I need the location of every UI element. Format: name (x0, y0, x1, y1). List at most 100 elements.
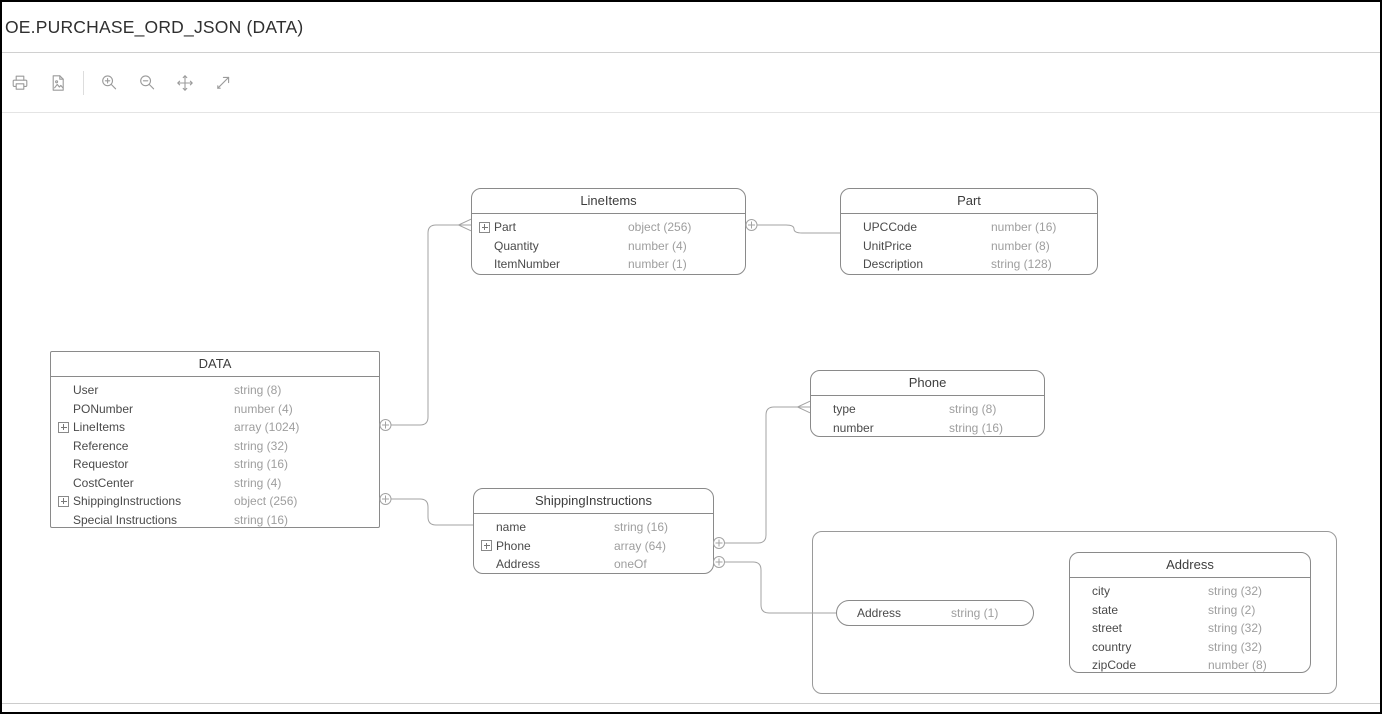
expand-button[interactable] (212, 72, 234, 94)
entity-title: LineItems (472, 189, 745, 214)
field-name: zipCode (1092, 658, 1137, 672)
connector-data-shippinginstructions (379, 493, 473, 526)
field-type: string (16) (234, 512, 289, 527)
field-type: string (128) (991, 257, 1052, 271)
toolbar (2, 53, 1380, 113)
field-name: LineItems (73, 420, 126, 434)
field-name: state (1092, 602, 1119, 617)
field-row: UPCCode number (16) (841, 218, 1097, 237)
field-row: zipCode number (8) (1070, 656, 1310, 675)
expand-icon[interactable] (58, 421, 69, 433)
field-name: name (496, 520, 527, 534)
expand-icon[interactable] (481, 540, 492, 552)
field-type: number (1) (628, 257, 687, 271)
field-type: string (8) (949, 402, 997, 416)
title-bar: OE.PURCHASE_ORD_JSON (DATA) (2, 2, 1380, 53)
field-name: PONumber (73, 401, 134, 416)
field-name: Reference (73, 438, 129, 453)
field-type: string (32) (1208, 621, 1263, 635)
field-name: Address (496, 557, 541, 571)
entity-title: Phone (811, 371, 1044, 396)
field-type: object (256) (234, 494, 298, 508)
field-row: PONumber number (4) (51, 400, 379, 419)
field-type: string (16) (949, 420, 1004, 435)
pan-icon (177, 74, 193, 91)
field-name: Requestor (73, 457, 129, 471)
expand-icon (217, 76, 230, 89)
entity-shippinginstructions[interactable]: ShippingInstructions name string (16) Phone… (473, 488, 714, 574)
entity-title: Part (841, 189, 1097, 214)
toolbar-separator (83, 70, 84, 95)
field-type: object (256) (628, 220, 692, 234)
zoom-out-button[interactable] (136, 72, 158, 94)
relation-anchor-icon[interactable] (379, 419, 392, 431)
field-name: Phone (496, 538, 531, 553)
crow-foot-arrow (457, 218, 472, 232)
field-type: string (4) (234, 475, 282, 490)
field-type: string (32) (1208, 639, 1263, 654)
connector-data-lineitems (379, 218, 472, 431)
relation-anchor-icon[interactable] (713, 537, 725, 549)
expand-icon[interactable] (58, 495, 69, 507)
field-name: Quantity (494, 238, 539, 253)
export-image-icon (52, 74, 64, 91)
print-button[interactable] (9, 72, 31, 94)
field-name: street (1092, 621, 1123, 635)
field-name: UnitPrice (863, 238, 912, 253)
relation-anchor-icon[interactable] (713, 556, 725, 568)
relation-anchor-icon[interactable] (745, 219, 758, 231)
field-type: array (1024) (234, 420, 300, 434)
printer-icon (12, 75, 28, 90)
field-row: street string (32) (1070, 619, 1310, 638)
connector-lineitems-part (745, 219, 840, 234)
field-row: LineItems array (1024) (51, 418, 379, 437)
crow-foot-arrow (796, 400, 811, 414)
field-name: CostCenter (73, 475, 134, 490)
field-type: string (16) (614, 520, 669, 534)
zoom-in-icon (102, 74, 117, 89)
field-name: ItemNumber (494, 257, 561, 271)
entity-title: ShippingInstructions (474, 489, 713, 514)
field-type: number (8) (1208, 658, 1267, 672)
entity-title: DATA (51, 352, 379, 377)
field-type: number (4) (234, 401, 293, 416)
field-type: number (4) (628, 238, 687, 253)
field-name: type (833, 402, 856, 416)
field-name: User (73, 383, 99, 397)
field-type: string (2) (1208, 602, 1256, 617)
pan-button[interactable] (174, 72, 196, 94)
field-type: number (16) (991, 220, 1057, 234)
zoom-in-button[interactable] (98, 72, 120, 94)
field-name: UPCCode (863, 220, 918, 234)
relation-anchor-icon[interactable] (379, 493, 392, 505)
field-row: name string (16) (474, 518, 713, 537)
zoom-out-icon (140, 74, 155, 89)
field-type: oneOf (614, 557, 647, 571)
field-row: Quantity number (4) (472, 237, 745, 256)
field-name: Special Instructions (73, 512, 178, 527)
field-type: string (32) (1208, 584, 1263, 598)
field-row: type string (8) (811, 400, 1044, 419)
export-image-button[interactable] (47, 72, 69, 94)
field-type: string (1) (951, 606, 999, 620)
expand-icon[interactable] (479, 221, 490, 233)
